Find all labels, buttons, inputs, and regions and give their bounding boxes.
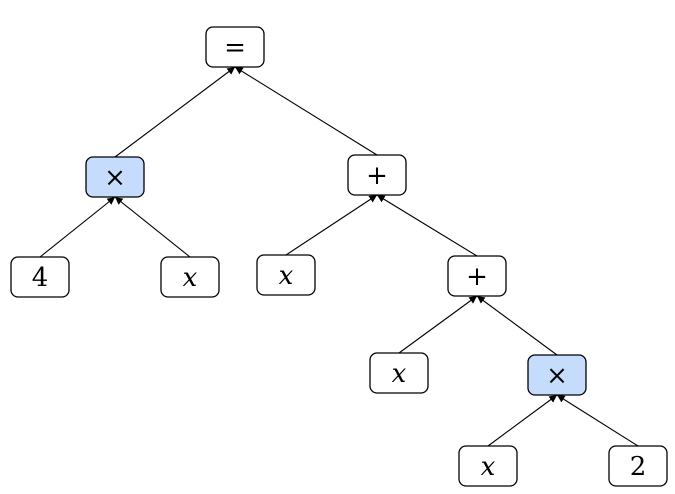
edge-x2-to-plus1 [285, 194, 378, 256]
edges-layer [39, 66, 639, 447]
node-box [256, 254, 316, 296]
node-label: + [366, 161, 388, 191]
node-label: × [104, 163, 126, 193]
node-box [160, 256, 220, 298]
node-box [205, 26, 265, 68]
node-mul1: × [85, 156, 145, 198]
node-box [10, 256, 70, 298]
node-label: × [546, 361, 568, 391]
node-box [85, 156, 145, 198]
edge-x1-to-mul1 [114, 196, 191, 258]
node-box [447, 255, 507, 297]
node-label: 4 [32, 263, 49, 293]
node-n2: 2 [608, 445, 668, 487]
node-x3: x [369, 352, 429, 394]
edge-mul1-to-eq [114, 66, 236, 158]
edge-plus2-to-plus1 [376, 194, 478, 257]
edge-x3-to-plus2 [398, 295, 478, 354]
node-label: x [392, 359, 407, 389]
node-box [608, 445, 668, 487]
node-eq: = [205, 26, 265, 68]
edge-n2-to-mul2 [556, 394, 639, 447]
node-plus1: + [347, 154, 407, 196]
node-label: x [481, 452, 496, 482]
node-n4: 4 [10, 256, 70, 298]
edge-x4-to-mul2 [487, 394, 558, 447]
nodes-layer: = × +4 x x + x × x 2 [10, 26, 668, 487]
node-label: + [466, 262, 488, 292]
node-box [527, 354, 587, 396]
node-x2: x [256, 254, 316, 296]
node-plus2: + [447, 255, 507, 297]
node-label: 2 [630, 452, 647, 482]
edge-plus1-to-eq [234, 66, 378, 156]
node-label: = [224, 33, 246, 63]
node-label: x [183, 263, 198, 293]
node-box [458, 445, 518, 487]
node-mul2: × [527, 354, 587, 396]
node-box [347, 154, 407, 196]
node-x1: x [160, 256, 220, 298]
edge-mul2-to-plus2 [476, 295, 558, 356]
edge-n4-to-mul1 [39, 196, 116, 258]
node-x4: x [458, 445, 518, 487]
node-box [369, 352, 429, 394]
node-label: x [279, 261, 294, 291]
